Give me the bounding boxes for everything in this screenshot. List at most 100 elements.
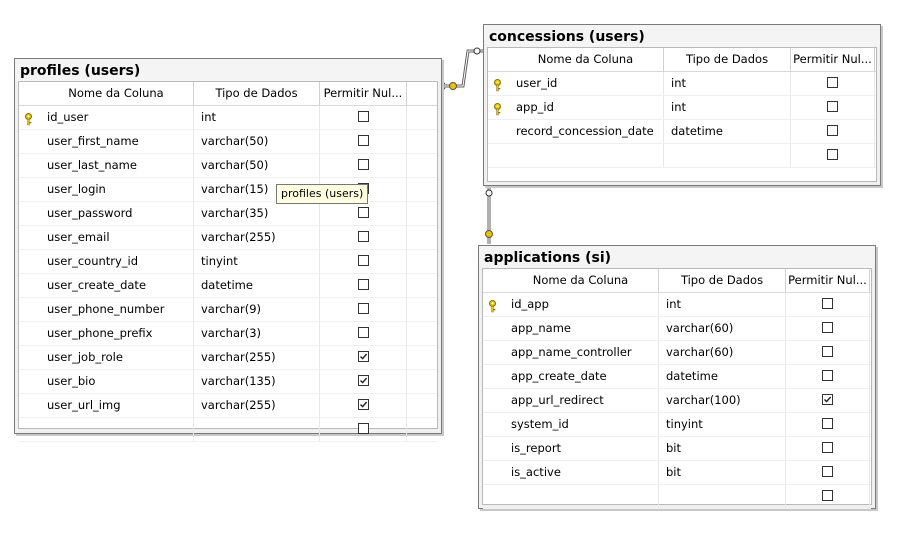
column-name-cell[interactable]: user_job_role (39, 346, 194, 369)
column-name-cell[interactable] (39, 418, 194, 441)
table-applications[interactable]: applications (si) Nome da Coluna Tipo de… (478, 245, 876, 509)
allow-nulls-checkbox[interactable] (827, 125, 838, 136)
column-name-cell[interactable]: id_app (503, 293, 659, 316)
column-name-cell[interactable]: user_login (39, 178, 194, 201)
row-selector[interactable] (19, 130, 39, 153)
row-selector[interactable] (19, 370, 39, 393)
column-name-cell[interactable]: user_email (39, 226, 194, 249)
row-selector[interactable] (19, 226, 39, 249)
row-selector[interactable] (19, 178, 39, 201)
data-type-cell[interactable]: varchar(100) (659, 389, 786, 412)
column-name-cell[interactable]: user_bio (39, 370, 194, 393)
row-selector[interactable] (19, 322, 39, 345)
column-name-cell[interactable]: user_url_img (39, 394, 194, 417)
row-selector[interactable] (483, 413, 503, 436)
data-type-cell[interactable]: datetime (194, 274, 320, 297)
column-name-cell[interactable]: system_id (503, 413, 659, 436)
row-selector[interactable] (483, 461, 503, 484)
allow-nulls-checkbox[interactable] (358, 255, 369, 266)
row-selector[interactable] (19, 106, 39, 129)
row-selector[interactable] (19, 346, 39, 369)
allow-nulls-checkbox[interactable] (358, 135, 369, 146)
allow-nulls-checkbox[interactable] (822, 298, 833, 309)
column-grid[interactable]: Nome da Coluna Tipo de Dados Permitir Nu… (18, 81, 438, 442)
allow-nulls-checkbox[interactable] (822, 490, 833, 501)
column-name-cell[interactable]: app_name (503, 317, 659, 340)
relationship-profiles-concessions[interactable] (440, 47, 483, 90)
row-selector[interactable] (483, 365, 503, 388)
column-name-cell[interactable]: app_url_redirect (503, 389, 659, 412)
data-type-cell[interactable]: varchar(255) (194, 394, 320, 417)
row-selector[interactable] (19, 250, 39, 273)
data-type-cell[interactable]: varchar(60) (659, 317, 786, 340)
allow-nulls-checkbox[interactable] (822, 442, 833, 453)
column-name-cell[interactable] (503, 485, 659, 508)
data-type-cell[interactable]: varchar(9) (194, 298, 320, 321)
table-row[interactable] (488, 144, 876, 168)
data-type-cell[interactable]: varchar(135) (194, 370, 320, 393)
data-type-cell[interactable]: bit (659, 437, 786, 460)
allow-nulls-checkbox-checked[interactable] (358, 375, 369, 386)
allow-nulls-checkbox[interactable] (827, 149, 838, 160)
data-type-cell[interactable]: varchar(50) (194, 154, 320, 177)
relationship-concessions-applications[interactable] (485, 186, 493, 244)
column-name-cell[interactable]: id_user (39, 106, 194, 129)
data-type-cell[interactable]: int (664, 72, 791, 95)
row-selector[interactable] (483, 389, 503, 412)
allow-nulls-checkbox[interactable] (822, 322, 833, 333)
data-type-cell[interactable]: int (194, 106, 320, 129)
allow-nulls-checkbox[interactable] (822, 346, 833, 357)
allow-nulls-checkbox[interactable] (358, 279, 369, 290)
row-selector[interactable] (19, 418, 39, 441)
table-profiles[interactable]: profiles (users) Nome da Coluna Tipo de … (14, 58, 442, 442)
data-type-cell[interactable] (194, 418, 320, 441)
column-name-cell[interactable]: app_id (508, 96, 664, 119)
column-name-cell[interactable]: user_phone_number (39, 298, 194, 321)
column-name-cell[interactable]: is_active (503, 461, 659, 484)
column-name-cell[interactable]: user_country_id (39, 250, 194, 273)
row-selector[interactable] (19, 154, 39, 177)
data-type-cell[interactable]: int (664, 96, 791, 119)
column-name-cell[interactable]: user_create_date (39, 274, 194, 297)
data-type-cell[interactable]: varchar(50) (194, 130, 320, 153)
column-name-cell[interactable]: user_password (39, 202, 194, 225)
column-grid[interactable]: Nome da Coluna Tipo de Dados Permitir Nu… (487, 47, 877, 182)
allow-nulls-checkbox[interactable] (358, 207, 369, 218)
row-selector[interactable] (483, 485, 503, 508)
data-type-cell[interactable]: datetime (664, 120, 791, 143)
data-type-cell[interactable]: int (659, 293, 786, 316)
allow-nulls-checkbox[interactable] (358, 423, 369, 434)
column-name-cell[interactable]: is_report (503, 437, 659, 460)
data-type-cell[interactable]: varchar(255) (194, 346, 320, 369)
column-name-cell[interactable]: user_first_name (39, 130, 194, 153)
data-type-cell[interactable]: varchar(255) (194, 226, 320, 249)
row-selector[interactable] (488, 144, 508, 167)
row-selector[interactable] (488, 96, 508, 119)
row-selector[interactable] (19, 394, 39, 417)
allow-nulls-checkbox[interactable] (358, 111, 369, 122)
column-name-cell[interactable]: user_phone_prefix (39, 322, 194, 345)
data-type-cell[interactable]: varchar(35) (194, 202, 320, 225)
allow-nulls-checkbox-checked[interactable] (358, 399, 369, 410)
allow-nulls-checkbox[interactable] (822, 466, 833, 477)
column-name-cell[interactable]: app_create_date (503, 365, 659, 388)
row-selector[interactable] (19, 202, 39, 225)
